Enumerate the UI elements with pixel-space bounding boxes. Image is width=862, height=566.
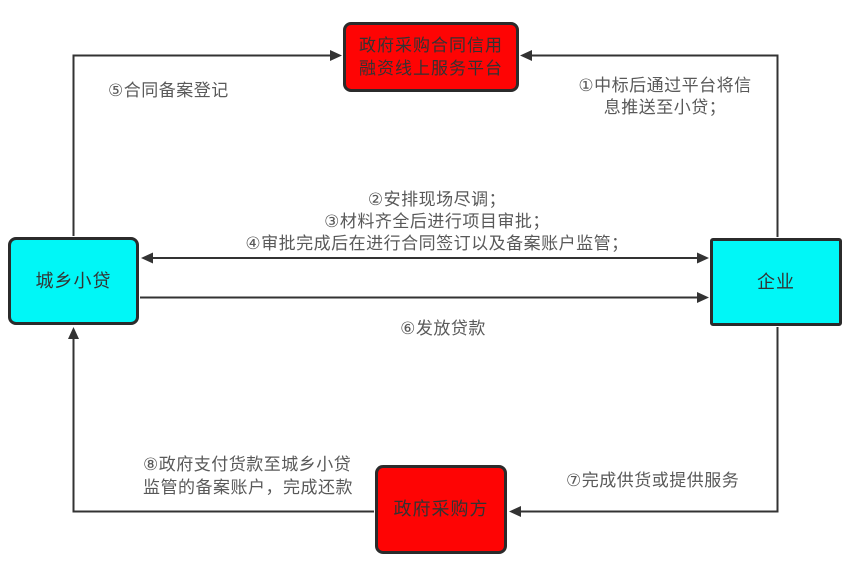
edge-step8-arrowhead — [68, 327, 79, 339]
edge-label-step8-government-repayment: ⑧政府支付货款至城乡小贷 监管的备案账户，完成还款 — [143, 455, 353, 497]
node-financing-platform: 政府采购合同信用 融资线上服务平台 — [343, 22, 519, 92]
edge-step6-arrowhead — [697, 292, 709, 303]
node-enterprise: 企业 — [710, 238, 842, 326]
edge-step5-line — [72, 54, 330, 236]
edge-label-step7-deliver-goods-services: ⑦完成供货或提供服务 — [566, 471, 740, 490]
edge-step1-line — [532, 54, 779, 237]
edge-step8-line — [72, 339, 374, 513]
edge-label-step1-push-info: ①中标后通过平台将信 息推送至小贷； — [578, 76, 752, 117]
edge-label-steps234-due-diligence-approval-signing: ②安排现场尽调； ③材料齐全后进行项目审批； ④审批完成后在进行合同签订以及备案… — [245, 190, 629, 253]
edge-label-step6-issue-loan: ⑥发放贷款 — [400, 319, 486, 338]
edge-steps234-arrowhead-left — [141, 252, 153, 264]
node-urban-rural-microloan: 城乡小贷 — [8, 237, 139, 325]
edge-steps234-arrowhead-right — [697, 252, 709, 264]
edge-label-step5-contract-registration: ⑤合同备案登记 — [108, 81, 229, 100]
edge-step7-arrowhead — [509, 506, 521, 517]
node-government-purchaser: 政府采购方 — [375, 465, 507, 554]
edge-step5-arrowhead — [330, 50, 342, 61]
edge-step1-arrowhead — [520, 50, 532, 61]
edge-step7-line — [521, 327, 779, 513]
